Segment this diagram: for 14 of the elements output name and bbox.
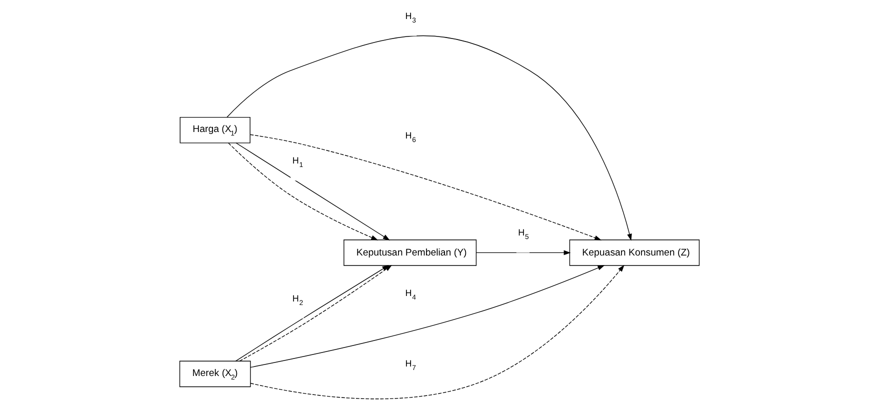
edge-label: H$_{6}$ <box>405 130 416 144</box>
edge-label: H$_{7}$ <box>405 358 416 372</box>
arrow <box>476 250 571 256</box>
node-box: Kepuasan Konsumen (Z) <box>569 240 700 266</box>
arrow <box>250 134 602 240</box>
node-box: Keputusan Pembelian (Y) <box>344 240 477 266</box>
node-box: Harga (X$_{1}$) <box>180 116 250 144</box>
edge-label: H$_{1}$ <box>292 156 304 170</box>
edge-label: H$_{2}$ <box>292 293 304 307</box>
arrow <box>226 36 632 241</box>
edge-label: H$_{3}$ <box>405 10 416 24</box>
edge-label: H$_{5}$ <box>518 228 529 242</box>
edge-label: H$_{4}$ <box>405 288 416 302</box>
node-box: Merek (X$_{2}$) <box>179 360 251 388</box>
